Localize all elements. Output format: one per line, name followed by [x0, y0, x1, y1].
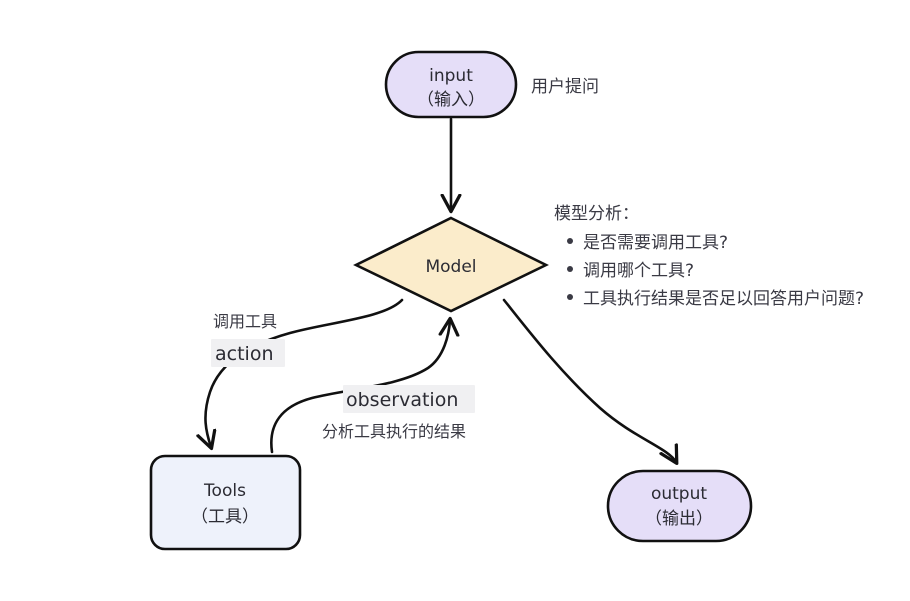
node-output[interactable]: output （输出） [606, 469, 753, 543]
edge-model-to-output-path [502, 298, 676, 462]
edge-label-observation-highlight [343, 385, 475, 413]
node-input-label-en: input [429, 66, 473, 86]
node-tools-label-cn: （工具） [191, 507, 259, 527]
edge-label-observation-sublabel: 分析工具执行的结果 [322, 422, 466, 441]
node-tools-label-en: Tools [203, 481, 246, 501]
edge-label-action-text: action [215, 343, 273, 365]
bullet-dot-icon [567, 238, 573, 244]
annotation-model-note-bullet-1: 调用哪个工具? [583, 261, 694, 281]
annotation-model-note-bullet-0: 是否需要调用工具? [583, 233, 728, 253]
edge-label-action-sublabel: 调用工具 [213, 312, 277, 331]
node-output-shape[interactable] [606, 469, 753, 543]
annotation-input-note: 用户提问 [531, 77, 599, 97]
node-tools-shape[interactable] [149, 454, 302, 551]
node-model-label: Model [425, 257, 476, 277]
node-input-shape[interactable] [384, 50, 518, 119]
edge-label-observation: observation 分析工具执行的结果 [322, 385, 475, 441]
edge-model-to-output [502, 298, 676, 462]
annotation-model-note-bullet-2: 工具执行结果是否足以回答用户问题? [583, 289, 864, 309]
annotation-input-note-text: 用户提问 [531, 77, 599, 97]
node-output-label-cn: （输出） [645, 509, 713, 529]
node-model-shape[interactable] [353, 216, 549, 313]
edge-label-observation-text: observation [346, 389, 458, 411]
node-input-label-cn: （输入） [417, 90, 485, 110]
bullet-dot-icon [567, 294, 573, 300]
edge-label-action: 调用工具 action [211, 312, 285, 367]
node-model[interactable]: Model [353, 216, 549, 313]
edge-label-action-highlight [211, 339, 285, 367]
node-output-label-en: output [651, 484, 707, 504]
bullet-dot-icon [567, 266, 573, 272]
node-input[interactable]: input （输入） [384, 50, 518, 119]
node-tools[interactable]: Tools （工具） [149, 454, 302, 551]
annotation-model-note-heading: 模型分析： [554, 204, 639, 224]
annotation-model-note: 模型分析： 是否需要调用工具? 调用哪个工具? 工具执行结果是否足以回答用户问题… [554, 204, 864, 309]
